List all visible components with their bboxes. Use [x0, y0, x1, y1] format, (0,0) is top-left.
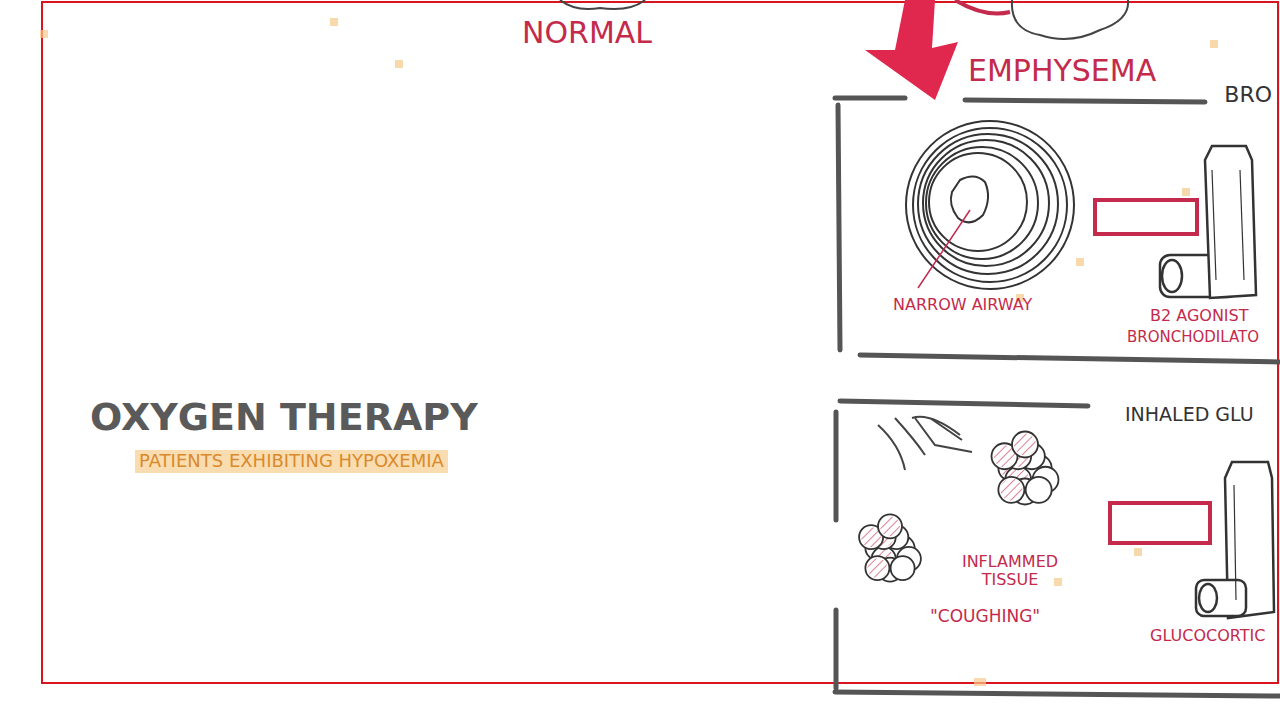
bronchi	[878, 417, 972, 470]
normal-lung-sketch	[560, 0, 645, 9]
callout: "COUGHING"	[930, 607, 1040, 627]
inhaler	[1196, 462, 1274, 618]
panel-border	[835, 98, 1280, 362]
red-arrow	[865, 0, 958, 100]
red-bar	[1110, 503, 1210, 543]
inflamed-hatch	[1014, 434, 1036, 456]
panel-border	[835, 401, 1280, 696]
inhaler	[1160, 146, 1256, 298]
emphysema-lung-sketch	[1012, 0, 1128, 39]
panel-heading: BRO	[1224, 82, 1272, 107]
inflamed-hatch	[867, 558, 887, 578]
drug-label: GLUCOCORTIC	[1150, 627, 1265, 645]
leader-line	[918, 210, 970, 288]
red-bar	[1095, 200, 1197, 234]
panel-heading: INHALED GLU	[1125, 404, 1254, 426]
drug-label: BRONCHODILATO	[1127, 329, 1259, 346]
section-label: NORMAL	[522, 16, 652, 51]
panel: INHALED GLU	[834, 400, 1280, 697]
alveolus	[998, 477, 1024, 503]
alveolus	[865, 556, 889, 580]
frame	[42, 2, 1278, 683]
section-label: EMPHYSEMA	[968, 54, 1156, 89]
airway-cross-section	[906, 121, 1074, 289]
heading: OXYGEN THERAPY	[90, 396, 478, 440]
highlight-note: PATIENTS EXHIBITING HYPOXEMIA	[135, 450, 448, 473]
callout: NARROW AIRWAY	[893, 296, 1032, 314]
drug-label: B2 AGONIST	[1150, 307, 1249, 325]
alveolus	[891, 556, 915, 580]
alveolus	[1026, 477, 1052, 503]
inflamed-hatch	[880, 516, 900, 536]
callout: INFLAMMED TISSUE	[945, 553, 1075, 590]
speckles	[40, 18, 1218, 686]
alveolus	[1012, 432, 1038, 458]
inflamed-hatch	[1000, 479, 1022, 501]
curved-line	[955, 0, 1010, 14]
alveolus	[878, 514, 902, 538]
